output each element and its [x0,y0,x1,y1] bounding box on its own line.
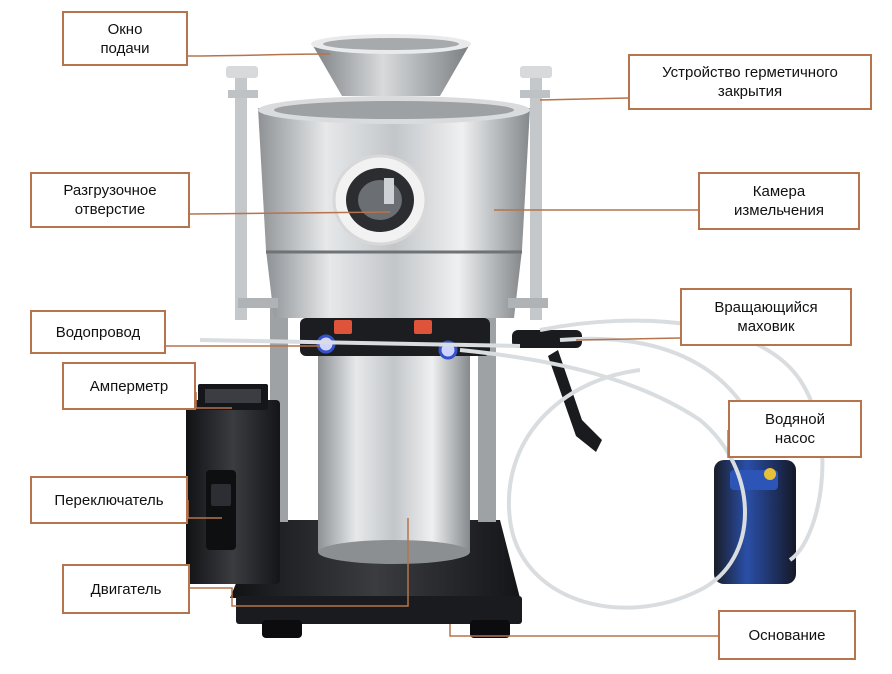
label-base: Основание [718,610,856,660]
sealing-clamps [226,66,552,320]
grinding-chamber [258,96,530,318]
label-grinding-chamber: Камера измельчения [698,172,860,230]
label-feed-window: Окно подачи [62,11,188,66]
discharge-port [332,154,428,246]
leader-motor [190,518,409,607]
feed-funnel [311,34,471,96]
label-sealing-device: Устройство герметичного закрытия [628,54,872,110]
label-motor: Двигатель [62,564,190,614]
leader-discharge [189,211,391,215]
label-water-pipe: Водопровод [30,310,166,354]
label-flywheel: Вращающийся маховик [680,288,852,346]
label-ammeter: Амперметр [62,362,196,410]
label-discharge-port: Разгрузочное отверстие [30,172,190,228]
flywheel-handle [512,330,602,452]
water-pump [714,460,796,584]
leader-lines [166,53,729,637]
leader-flywheel [575,337,681,341]
motor-housing [318,340,470,564]
label-switch: Переключатель [30,476,188,524]
label-water-pump: Водяной насос [728,400,862,458]
leader-base [449,624,718,637]
leader-switch [187,500,222,519]
leader-ammeter [195,392,232,409]
leader-sealing [539,97,629,101]
control-box [186,384,280,584]
leader-feed-window [187,53,331,57]
